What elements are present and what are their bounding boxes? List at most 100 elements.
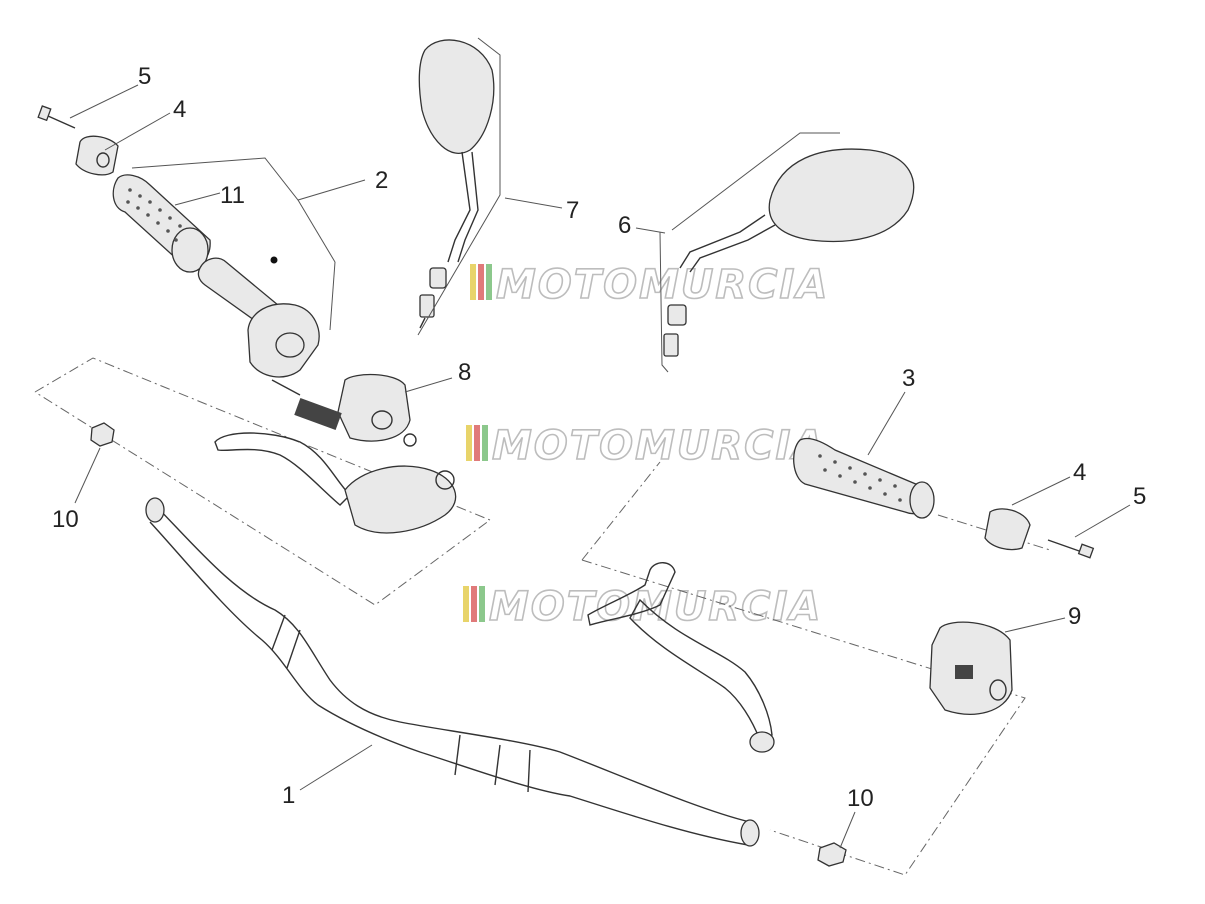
watermark-text: MOTOMURCIA (492, 423, 825, 469)
right-handlebar-switch (929, 621, 1013, 715)
bracket-fitting (435, 470, 455, 490)
nut-body (817, 842, 847, 867)
watermark-stripe-1 (470, 264, 476, 300)
watermark-stripe-1 (466, 425, 472, 461)
mirror-arm-2 (689, 224, 776, 273)
brake-lever (587, 562, 775, 753)
left-grip (112, 174, 211, 273)
bar-end-weight-left (75, 135, 119, 176)
lever-bracket (587, 562, 676, 626)
switch-bore (989, 679, 1007, 701)
bar-end-bolt-right (1047, 539, 1095, 559)
mirror-adapter (667, 304, 687, 326)
handlebar-end-right (740, 819, 760, 847)
leader-10b (839, 811, 856, 849)
leader-4b (1011, 476, 1071, 506)
right-mirror (659, 132, 915, 373)
handlebar (145, 497, 760, 847)
callout-4-right: 4 (1073, 459, 1086, 486)
left-handlebar-switch (294, 373, 411, 442)
mirror-arm (679, 214, 766, 269)
mirror-stem (447, 151, 471, 263)
connector (294, 398, 342, 430)
watermark-stripe-1 (463, 586, 469, 622)
mirror-stem-2 (457, 151, 479, 263)
watermark-text: MOTOMURCIA (496, 262, 829, 308)
watermark-stripe-2 (474, 425, 480, 461)
callout-10-left: 10 (52, 506, 79, 533)
callout-10-right: 10 (847, 785, 874, 812)
right-grip (793, 437, 935, 519)
bar-clamp-nut-right (817, 842, 847, 867)
switch-button (955, 665, 973, 679)
weight-body (75, 135, 119, 176)
clutch-lever (214, 432, 457, 534)
switch-body (337, 373, 411, 442)
mirror-bracket-line-top (671, 132, 840, 231)
bar-end-weight-right (984, 508, 1031, 551)
bolt-shank (47, 115, 76, 129)
mirror-bracket-line (659, 231, 669, 373)
weight-body (984, 508, 1031, 551)
watermark-top: MOTOMURCIA (470, 261, 829, 309)
watermark-stripe-3 (486, 264, 492, 300)
handlebar-knurl-3 (454, 734, 461, 776)
cable (271, 379, 301, 396)
handlebar-knurl-5 (527, 749, 531, 793)
weight-hole (96, 152, 110, 168)
lever-tip (749, 731, 775, 753)
callout-7: 7 (566, 197, 579, 224)
lever-arm (214, 432, 351, 506)
nut-body (90, 422, 115, 447)
switch-bore (371, 410, 393, 430)
leader-2 (131, 157, 366, 201)
leader-3 (867, 391, 906, 456)
watermark-middle: MOTOMURCIA (466, 422, 825, 470)
leader-9 (1004, 617, 1066, 633)
leader-2c (329, 261, 336, 331)
handlebar-outline-top (149, 499, 751, 823)
grip-end (909, 481, 935, 519)
mirror-bolt-thread (419, 317, 426, 329)
housing-bore (275, 332, 305, 358)
bar-clamp-nut-left (90, 422, 115, 447)
bracket-pivot (403, 433, 417, 447)
handlebar-knurl-4 (494, 744, 501, 786)
mirror-head (418, 39, 495, 154)
leader-8 (404, 377, 453, 393)
mirror-bolt (663, 333, 679, 357)
bar-end-bolt-left (37, 105, 76, 129)
callout-6: 6 (618, 212, 631, 239)
watermark-stripe-2 (471, 586, 477, 622)
mirror-bolt (419, 294, 435, 318)
mirror-head (768, 148, 915, 243)
watermark-stripe-2 (478, 264, 484, 300)
right-assembly-outline (581, 461, 661, 561)
callout-2: 2 (375, 167, 388, 194)
callout-11: 11 (220, 182, 245, 209)
leader-10a (74, 447, 101, 504)
bolt-head (1077, 543, 1095, 559)
callout-4-left: 4 (173, 96, 186, 123)
handlebar-outline-bottom (149, 521, 749, 846)
leader-11 (174, 192, 221, 206)
grip-texture (818, 454, 902, 502)
mirror-bracket-line (417, 37, 501, 336)
grip-texture (126, 188, 182, 242)
handlebar-end-left (145, 497, 165, 523)
leader-7 (504, 197, 563, 209)
callout-5-right: 5 (1133, 483, 1146, 510)
leader-4a (104, 112, 171, 151)
callout-1: 1 (282, 782, 295, 809)
watermark-stripe-3 (482, 425, 488, 461)
handlebar-knurl-1 (271, 614, 286, 651)
leader-5a (69, 84, 139, 119)
bolt-head (37, 105, 52, 122)
leader-5b (1074, 504, 1131, 538)
grip-flange (171, 227, 209, 273)
watermark-bottom: MOTOMURCIA (463, 583, 821, 631)
leader-2b (297, 199, 336, 263)
reference-dot (270, 256, 278, 264)
leader-6 (635, 227, 666, 234)
